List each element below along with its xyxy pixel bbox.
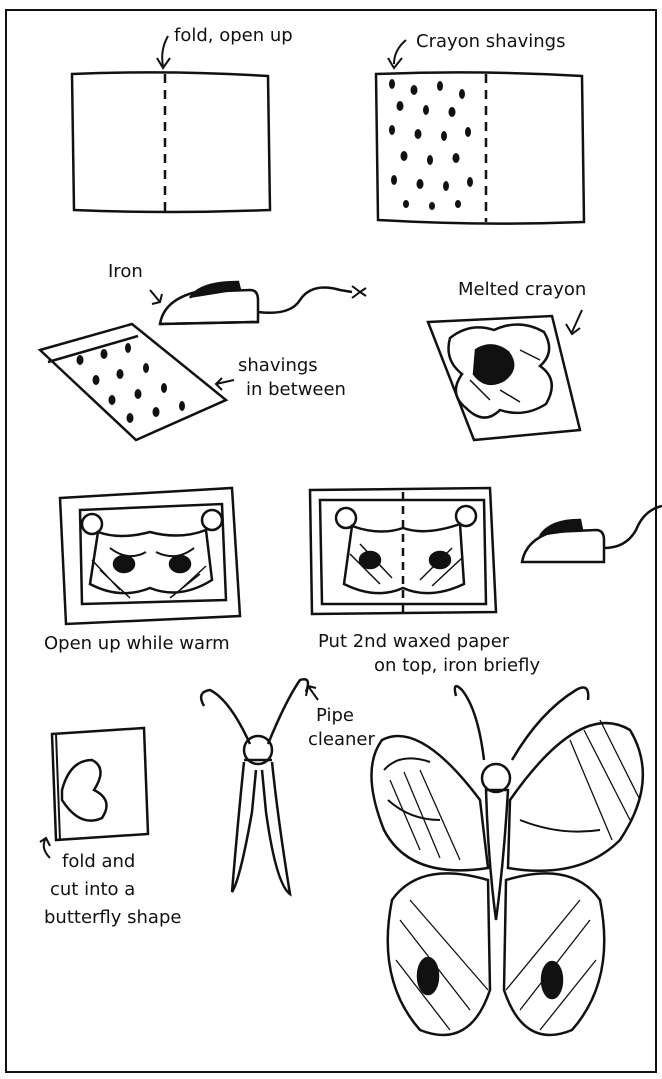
pipe-arrow-icon	[306, 686, 318, 700]
label-fold-cut-line3: butterfly shape	[44, 908, 181, 928]
step1-folded-paper	[72, 36, 270, 212]
crayon-dots-icon	[389, 79, 473, 210]
fold-arrow-icon	[157, 36, 170, 68]
label-shavings-line1: shavings	[238, 356, 318, 376]
label-iron: Iron	[108, 262, 143, 282]
label-shavings-line2: in between	[246, 380, 346, 400]
waxed-paper-sheet	[40, 324, 226, 440]
label-open-up-warm: Open up while warm	[44, 634, 230, 654]
label-fold-open-up: fold, open up	[174, 26, 293, 46]
step5-open-sheet	[60, 488, 240, 624]
crayon-arrow-icon	[388, 40, 406, 68]
label-pipe-line2: cleaner	[308, 730, 375, 750]
label-put-2nd-line1: Put 2nd waxed paper	[318, 632, 509, 652]
iron-label-arrow-icon	[150, 290, 162, 304]
shavings-arrow-icon	[216, 378, 234, 390]
label-pipe-line1: Pipe	[316, 706, 354, 726]
label-fold-cut-line1: fold and	[62, 852, 135, 872]
iron-icon	[522, 506, 662, 562]
step6-covered-sheet	[310, 488, 662, 614]
step4-melted-crayon	[428, 310, 582, 440]
melted-arrow-icon	[566, 310, 582, 334]
clothespin-icon	[201, 679, 318, 894]
butterfly-icon	[371, 686, 642, 1035]
iron-icon	[160, 282, 366, 324]
label-put-2nd-line2: on top, iron briefly	[374, 656, 540, 676]
step2-crayon-paper	[376, 40, 584, 224]
step7-fold-cut	[40, 728, 148, 858]
label-melted-crayon: Melted crayon	[458, 280, 586, 300]
label-crayon-shavings: Crayon shavings	[416, 32, 565, 52]
fold-cut-arrow-icon	[40, 838, 50, 858]
label-fold-cut-line2: cut into a	[50, 880, 135, 900]
